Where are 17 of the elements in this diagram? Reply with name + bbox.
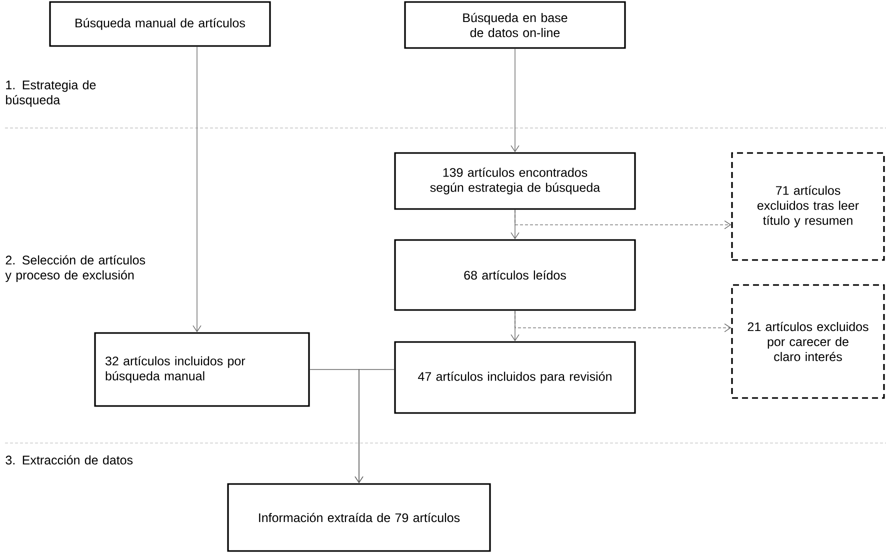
process-box: 139 artículos encontrados según estrategia de búsqueda bbox=[394, 152, 636, 210]
section-label: 2. Selección de artículos y proceso de exclusión bbox=[5, 255, 146, 282]
process-box: 68 artículos leídos bbox=[394, 239, 636, 311]
arrow bbox=[192, 46, 202, 332]
arrow bbox=[354, 369, 395, 484]
arrow bbox=[514, 310, 732, 332]
arrow bbox=[514, 209, 732, 230]
section-label: 1. Estrategia de búsqueda bbox=[6, 80, 96, 107]
section-label: 3. Extracción de datos bbox=[6, 455, 133, 465]
process-box: 32 artículos incluidos por búsqueda manual bbox=[94, 332, 310, 407]
process-box: Información extraída de 79 artículos bbox=[227, 483, 491, 552]
process-box: 47 artículos incluidos para revisión bbox=[394, 341, 636, 414]
process-box: Búsqueda en base de datos on-line bbox=[404, 1, 626, 49]
process-box: Búsqueda manual de artículos bbox=[49, 1, 271, 47]
exclusion-box: 71 artículos excluidos tras leer título y resumen bbox=[731, 152, 885, 261]
exclusion-box: 21 artículos excluidos por carecer de claro interés bbox=[731, 284, 885, 399]
arrow bbox=[510, 48, 520, 152]
